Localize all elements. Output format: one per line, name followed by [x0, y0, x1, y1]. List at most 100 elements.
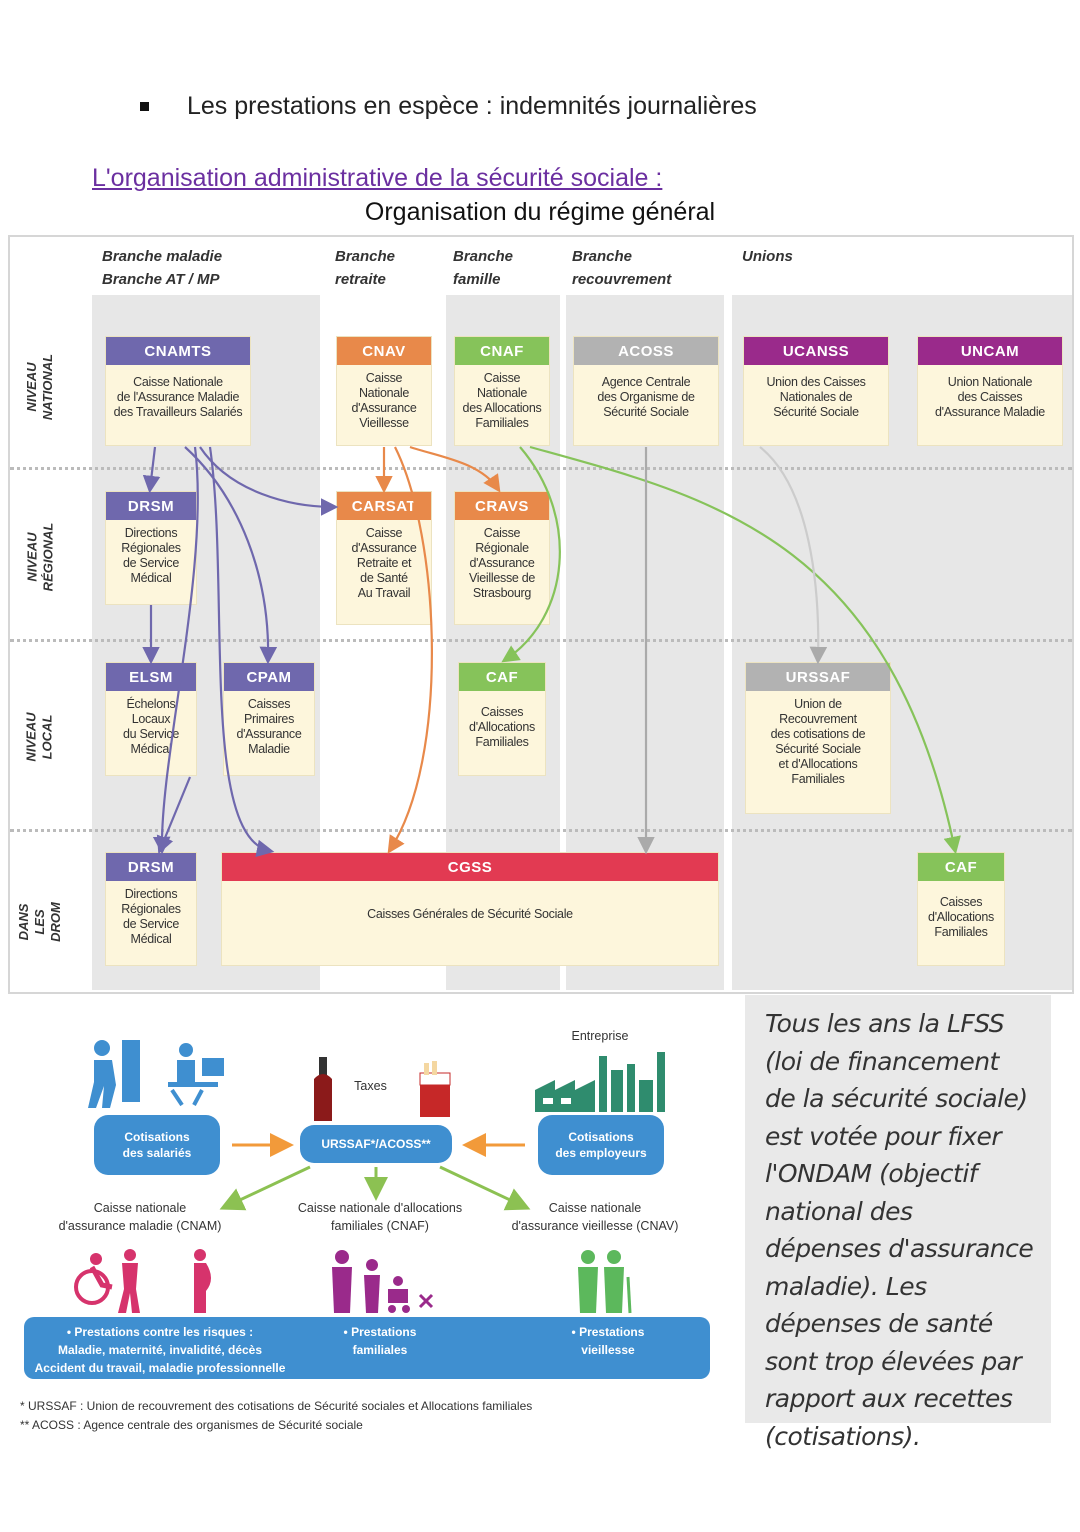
box-elsm-text: Échelons Locaux du Service Médical	[122, 697, 180, 756]
urssaf-acoss-pill: URSSAF*/ACOSS**	[300, 1125, 452, 1163]
box-cnamts-text: Caisse Nationale de l'Assurance Maladie …	[113, 375, 243, 419]
diagram-title: Organisation du régime général	[364, 198, 716, 226]
branch-retraite-text: Branche retraite	[335, 248, 396, 288]
level-drom: DANS LES DROM	[10, 867, 70, 977]
footnote-acoss: ** ACOSS : Agence centrale des organisme…	[20, 1418, 363, 1432]
financing-arrows	[219, 1133, 531, 1211]
box-uncam: UNCAM Union Nationale des Caisses d'Assu…	[918, 337, 1062, 445]
disability-maternity-icon	[74, 1249, 211, 1313]
branch-retraite-label: Branche retraite	[335, 245, 395, 291]
section-heading-link[interactable]: L'organisation administrative de la sécu…	[92, 164, 663, 192]
level-national: NIVEAU NATIONAL	[10, 327, 70, 447]
box-caf-drom-text: Caisses d'Allocations Familiales	[928, 895, 994, 939]
divider-regional-local	[10, 639, 1072, 642]
box-cravs: CRAVS Caisse Régionale d'Assurance Vieil…	[455, 492, 549, 624]
box-drsm-drom: DRSM Directions Régionales de Service Mé…	[106, 853, 196, 965]
box-cgss-text: Caisses Générales de Sécurité Sociale	[367, 907, 573, 921]
box-cnav-title: CNAV	[337, 337, 431, 365]
prestations-bar	[24, 1317, 710, 1379]
cotisations-salaries-pill: Cotisations des salariés	[94, 1115, 220, 1175]
box-caf-local: CAF Caisses d'Allocations Familiales	[459, 663, 545, 775]
bullet-item: Les prestations en espèce : indemnités j…	[140, 92, 757, 121]
arrow-urssaf-cnav	[439, 1165, 531, 1211]
org-chart: Branche maladie Branche AT / MP Branche …	[8, 235, 1074, 994]
box-ucanss: UCANSS Union des Caisses Nationales de S…	[744, 337, 888, 445]
branch-famille-text: Branche famille	[453, 248, 514, 288]
cnaf-label: Caisse nationale d'allocations familiale…	[297, 1201, 463, 1233]
box-drsm-text: Directions Régionales de Service Médical	[121, 526, 181, 585]
elderly-icon	[578, 1250, 632, 1314]
cnav-label: Caisse nationale d'assurance vieillesse …	[511, 1201, 679, 1233]
box-acoss-title: ACOSS	[574, 337, 718, 365]
level-regional: NIVEAU RÉGIONAL	[10, 492, 70, 622]
level-local: NIVEAU LOCAL	[10, 677, 70, 797]
factory-icon	[535, 1052, 665, 1112]
box-carsat: CARSAT Caisse d'Assurance Retraite et de…	[337, 492, 431, 624]
bullet-text: Les prestations en espèce : indemnités j…	[187, 92, 757, 120]
box-drsm-drom-title: DRSM	[106, 853, 196, 881]
box-cravs-text: Caisse Régionale d'Assurance Vieillesse …	[468, 526, 536, 600]
box-cnaf: CNAF Caisse Nationale des Allocations Fa…	[455, 337, 549, 445]
level-local-text: NIVEAU LOCAL	[24, 712, 55, 762]
divider-national-regional	[10, 467, 1072, 470]
box-urssaf: URSSAF Union de Recouvrement des cotisat…	[746, 663, 890, 813]
box-caf-local-title: CAF	[459, 663, 545, 691]
bullet-square-icon	[140, 102, 149, 111]
branch-maladie-text: Branche maladie Branche AT / MP	[102, 248, 223, 288]
box-acoss: ACOSS Agence Centrale des Organisme de S…	[574, 337, 718, 445]
box-cnaf-text: Caisse Nationale des Allocations Familia…	[462, 371, 542, 430]
box-acoss-text: Agence Centrale des Organisme de Sécurit…	[597, 375, 695, 419]
box-cravs-title: CRAVS	[455, 492, 549, 520]
box-carsat-text: Caisse d'Assurance Retraite et de Santé …	[351, 526, 417, 600]
level-regional-text: NIVEAU RÉGIONAL	[24, 522, 55, 592]
box-cnav: CNAV Caisse Nationale d'Assurance Vieill…	[337, 337, 431, 445]
prestations-familiales-text: • Prestations familiales	[343, 1325, 417, 1357]
box-caf-local-text: Caisses d'Allocations Familiales	[469, 705, 535, 749]
box-uncam-text: Union Nationale des Caisses d'Assurance …	[935, 375, 1045, 419]
branch-famille-label: Branche famille	[453, 245, 513, 291]
lfss-note: Tous les ans la LFSS (loi de financement…	[745, 995, 1051, 1451]
box-urssaf-text: Union de Recouvrement des cotisations de…	[770, 697, 866, 786]
branch-unions-label: Unions	[742, 245, 793, 268]
box-ucanss-title: UCANSS	[744, 337, 888, 365]
prestations-vieillesse-text: • Prestations vieillesse	[571, 1325, 645, 1357]
level-drom-text: DANS LES DROM	[16, 902, 63, 942]
box-elsm: ELSM Échelons Locaux du Service Médical	[106, 663, 196, 775]
box-caf-drom: CAF Caisses d'Allocations Familiales	[918, 853, 1004, 965]
arrow-urssaf-cnam	[219, 1165, 311, 1211]
box-carsat-title: CARSAT	[337, 492, 431, 520]
cnam-label: Caisse nationale d'assurance maladie (CN…	[58, 1201, 222, 1233]
family-icon	[332, 1250, 434, 1313]
branch-maladie-label: Branche maladie Branche AT / MP	[102, 245, 222, 291]
box-uncam-title: UNCAM	[918, 337, 1062, 365]
box-drsm: DRSM Directions Régionales de Service Mé…	[106, 492, 196, 604]
entreprise-label: Entreprise	[571, 1029, 629, 1043]
box-cnamts-title: CNAMTS	[106, 337, 250, 365]
branch-unions-text: Unions	[742, 248, 793, 265]
box-cpam-text: Caisses Primaires d'Assurance Maladie	[236, 697, 302, 756]
box-drsm-title: DRSM	[106, 492, 196, 520]
box-drsm-drom-text: Directions Régionales de Service Médical	[121, 887, 181, 946]
box-cpam: CPAM Caisses Primaires d'Assurance Malad…	[224, 663, 314, 775]
box-cnamts: CNAMTS Caisse Nationale de l'Assurance M…	[106, 337, 250, 445]
box-cnaf-title: CNAF	[455, 337, 549, 365]
footnote-urssaf: * URSSAF : Union de recouvrement des cot…	[20, 1399, 533, 1413]
box-ucanss-text: Union des Caisses Nationales de Sécurité…	[766, 375, 866, 419]
financing-diagram: Taxes Entreprise Cotisations des salarié…	[20, 1025, 720, 1445]
box-cnav-text: Caisse Nationale d'Assurance Vieillesse	[351, 371, 417, 430]
divider-local-drom	[10, 829, 1072, 832]
box-urssaf-title: URSSAF	[746, 663, 890, 691]
box-cgss-title: CGSS	[222, 853, 718, 881]
branch-recouvrement-label: Branche recouvrement	[572, 245, 671, 291]
box-elsm-title: ELSM	[106, 663, 196, 691]
workers-icon	[88, 1040, 224, 1108]
prestations-risques-text: • Prestations contre les risques : Malad…	[34, 1325, 286, 1375]
box-caf-drom-title: CAF	[918, 853, 1004, 881]
cotisations-employeurs-pill: Cotisations des employeurs	[538, 1115, 664, 1175]
bottle-icon	[314, 1057, 332, 1121]
taxes-label: Taxes	[354, 1079, 387, 1093]
lfss-note-text: Tous les ans la LFSS (loi de financement…	[765, 1009, 1034, 1451]
branch-recouvrement-text: Branche recouvrement	[572, 248, 672, 288]
level-national-text: NIVEAU NATIONAL	[24, 353, 56, 421]
cigarettes-icon	[419, 1061, 451, 1117]
